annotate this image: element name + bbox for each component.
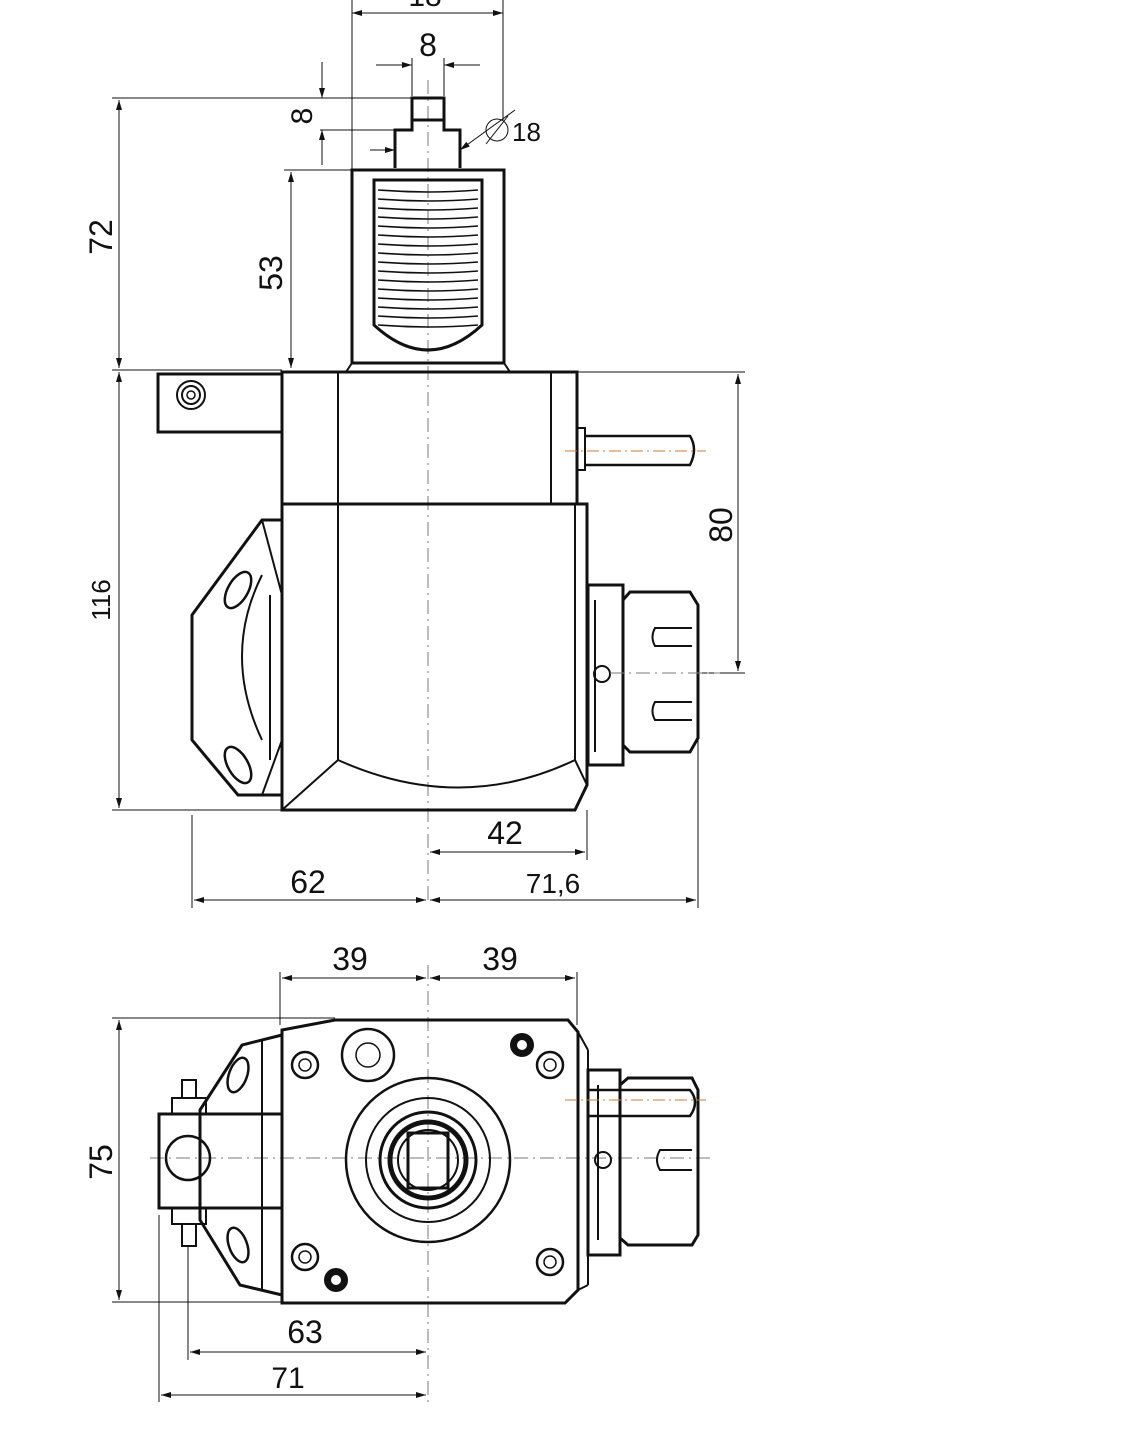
collet-nut: [586, 583, 720, 767]
dim-thread-height-label: 53: [253, 255, 289, 291]
left-flange: [190, 518, 283, 797]
dim-key-width-label: 8: [419, 27, 437, 63]
bottom-collet-nut: [565, 1068, 706, 1257]
thread-groove: [377, 270, 479, 274]
upper-body: [280, 370, 579, 506]
spindle: [344, 1076, 512, 1244]
clamp-bolt-icon: [176, 380, 206, 410]
bottom-left-flange: [198, 1033, 283, 1297]
dim-side-offset-label: 80: [703, 507, 739, 543]
thread-groove: [377, 216, 479, 220]
dim-total-left-label: 71: [271, 1362, 304, 1395]
dimension-thread-height: 53: [253, 169, 352, 368]
bottom-housing: [280, 1018, 580, 1305]
thread-groove: [377, 261, 479, 265]
thread-groove: [377, 288, 479, 292]
dim-right-width-label: 71,6: [526, 868, 581, 899]
dimension-bottom-widths: 63 71: [158, 1215, 426, 1402]
lower-body: [280, 502, 589, 812]
dim-shank-diameter-label: 18: [512, 117, 541, 147]
dim-half-width-right-label: 39: [482, 941, 518, 977]
thread-groove: [377, 189, 479, 193]
thread-groove: [377, 279, 479, 283]
thread-groove: [377, 207, 479, 211]
dim-clamp-width-label: 63: [287, 1314, 323, 1350]
drive-key: [410, 96, 446, 120]
dimension-right-body: 42: [430, 810, 588, 860]
top-view: 18 8 8 18: [83, 0, 745, 908]
dim-left-width-label: 62: [290, 864, 326, 900]
dim-body-height-label: 116: [86, 579, 116, 620]
bottom-clamp: [157, 1079, 284, 1247]
clamp-bracket: [156, 372, 284, 434]
thread-groove: [377, 315, 479, 319]
thread: [372, 178, 484, 352]
dim-half-width-left-label: 39: [332, 941, 368, 977]
screw-icons: [290, 1027, 565, 1292]
dimension-overall-width: 62 71,6: [191, 690, 699, 908]
dimension-body-height: 116: [86, 372, 282, 811]
dimension-half-widths: 39 39: [279, 941, 578, 1025]
shank: [393, 118, 462, 168]
thread-groove: [377, 252, 479, 256]
bottom-view: 39 39 75 63 71: [83, 941, 715, 1405]
dimension-side-offset: 80: [577, 371, 745, 674]
thread-groove: [377, 234, 479, 238]
thread-groove: [377, 297, 479, 301]
thread-groove: [377, 225, 479, 229]
dimension-shank-diameter: 18: [370, 109, 541, 153]
dimension-key-width: 8: [376, 27, 480, 96]
thread-groove: [377, 198, 479, 202]
dimension-partial-top: 18: [351, 0, 504, 170]
thread-groove: [377, 306, 479, 310]
thread-groove: [377, 324, 479, 328]
dimension-overall-top-height: 72: [83, 97, 412, 371]
thread-groove: [377, 243, 479, 247]
dim-overall-top-height-label: 72: [83, 219, 119, 255]
coolant-pin: [565, 427, 706, 471]
dim-partial-top-label: 18: [408, 0, 441, 13]
dim-right-body-label: 42: [487, 815, 523, 851]
dim-key-height-label: 8: [286, 108, 319, 125]
dim-bottom-height-label: 75: [83, 1144, 119, 1180]
